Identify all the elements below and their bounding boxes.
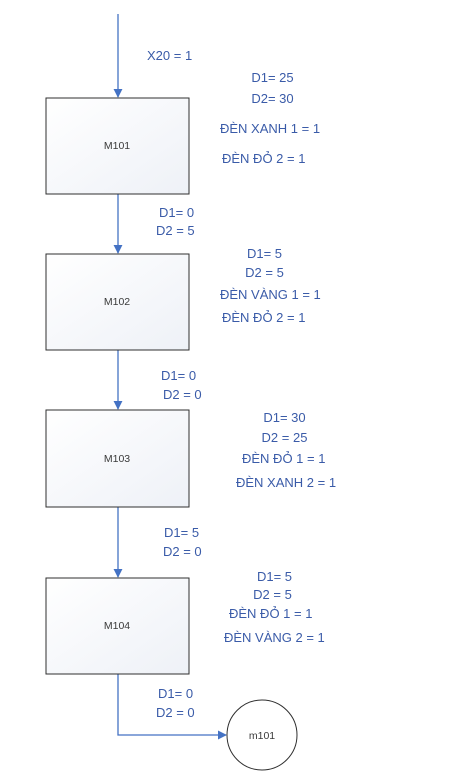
transition-1-d1: D1= 0: [159, 205, 195, 220]
m103-output-light-1: ĐÈN ĐỎ 1 = 1: [242, 451, 326, 466]
m104-output-light-1: ĐÈN ĐỎ 1 = 1: [229, 606, 313, 621]
m101-output-d2: D2= 30: [251, 91, 294, 106]
step-label-m103: M103: [104, 453, 130, 465]
m103-output-d1: D1= 30: [263, 410, 306, 425]
step-label-m102: M102: [104, 296, 130, 308]
transition-2-d1: D1= 0: [161, 368, 197, 383]
m101-output-light-1: ĐÈN XANH 1 = 1: [220, 121, 321, 136]
end-node-label: m101: [249, 730, 275, 742]
m102-output-light-1: ĐÈN VÀNG 1 = 1: [220, 287, 321, 302]
transition-4-d2: D2 = 0: [156, 705, 195, 720]
m103-output-light-2: ĐÈN XANH 2 = 1: [236, 475, 337, 490]
m101-output-light-2: ĐÈN ĐỎ 2 = 1: [222, 151, 306, 166]
m103-output-d2: D2 = 25: [261, 430, 308, 445]
m104-output-d1: D1= 5: [256, 569, 293, 584]
end-node-circle: [226, 699, 298, 771]
m102-output-d2: D2 = 5: [245, 265, 284, 280]
step-box-m103: [45, 409, 190, 508]
step-box-m104: [45, 577, 190, 675]
step-label-m101: M101: [104, 140, 130, 152]
transition-3-d1: D1= 5: [164, 525, 200, 540]
m101-output-d1: D1= 25: [251, 70, 294, 85]
m102-output-light-2: ĐÈN ĐỎ 2 = 1: [222, 310, 306, 325]
transition-2-d2: D2 = 0: [163, 387, 202, 402]
m104-output-d2: D2 = 5: [253, 587, 292, 602]
transition-1-d2: D2 = 5: [156, 223, 195, 238]
step-label-m104: M104: [104, 620, 130, 632]
step-box-m101: [45, 97, 190, 195]
start-condition: X20 = 1: [147, 48, 193, 63]
m104-output-light-2: ĐÈN VÀNG 2 = 1: [224, 630, 325, 645]
m102-output-d1: D1= 5: [246, 246, 283, 261]
transition-3-d2: D2 = 0: [163, 544, 202, 559]
arrow-m104-end: [117, 674, 227, 740]
step-box-m102: [45, 253, 190, 351]
transition-4-d1: D1= 0: [158, 686, 194, 701]
